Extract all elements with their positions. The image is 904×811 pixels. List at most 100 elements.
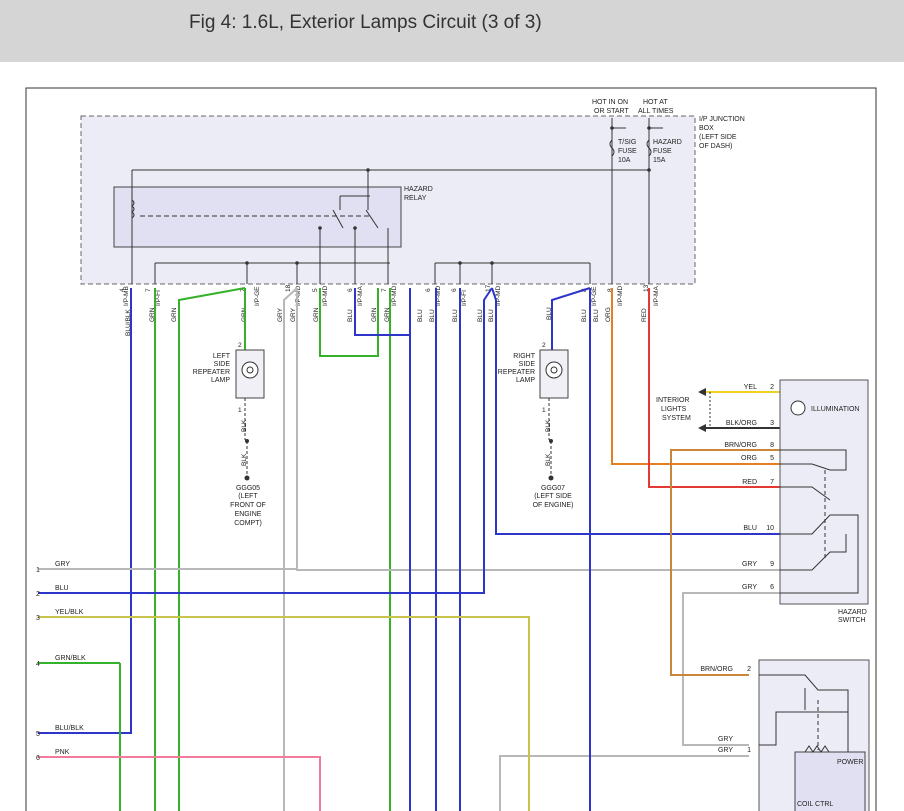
hazard-fuse-symbol: [646, 139, 652, 157]
left-lamp-wire: BLK: [241, 453, 248, 466]
relay-switch-a: [332, 209, 344, 229]
conn-pin: 17: [485, 284, 492, 292]
conn-pin: 5: [312, 288, 319, 292]
conn-tag: I/P-MA: [357, 285, 364, 306]
left-lamp-pin-bottom: 1: [238, 407, 242, 414]
left-ground-loc: FRONT OF: [230, 502, 266, 509]
ip-box-label-1: I/P JUNCTION: [699, 116, 745, 123]
wire-label: GRY: [290, 307, 297, 322]
line-label: BLU: [55, 585, 69, 592]
right-lamp-name: REPEATER: [498, 369, 535, 376]
junction-dot: [318, 226, 322, 230]
power-wire: GRY: [718, 747, 733, 754]
wire-grn-loop: [319, 288, 379, 357]
hot-always-label-2: ALL TIMES: [638, 108, 674, 115]
switch-contact: [780, 534, 847, 571]
ip-box-label-4: OF DASH): [699, 143, 732, 150]
switch-pin: 10: [766, 525, 774, 532]
line-num: 3: [36, 615, 40, 622]
conn-pin: 18: [285, 284, 292, 292]
wire-blu-switch: [491, 287, 780, 535]
switch-pin: 6: [770, 584, 774, 591]
relay-coil: [131, 199, 135, 219]
left-lamp-name: SIDE: [214, 361, 231, 368]
right-ground-loc: OF ENGINE): [533, 502, 574, 509]
line-num: 4: [36, 661, 40, 668]
conn-tag: I/P-MD: [295, 285, 302, 306]
power-label: POWER: [837, 759, 863, 766]
hazard-fuse-label-2: FUSE: [653, 148, 672, 155]
ip-box-label-2: BOX: [699, 125, 714, 132]
wire-label: BLU: [452, 309, 459, 322]
conn-tag: I/P-MD: [322, 285, 329, 306]
hazard-switch: [779, 379, 869, 605]
line-label: PNK: [55, 749, 70, 756]
line-num: 1: [36, 567, 40, 574]
wire-label: RED: [641, 308, 648, 322]
power-pin: 2: [747, 666, 751, 673]
wire-label: ORG: [605, 307, 612, 322]
switch-wire: GRY: [742, 561, 757, 568]
power-sub-label: COIL CTRL: [797, 801, 833, 808]
conn-pin: 13: [643, 284, 650, 292]
power-pin: 1: [747, 747, 751, 754]
conn-tag: I/P-MD: [391, 285, 398, 306]
switch-wire: ORG: [741, 455, 757, 462]
wire-label: BLU: [347, 309, 354, 322]
junction-dot: [295, 261, 299, 265]
wire-label: BLU: [581, 309, 588, 322]
wire-org: [611, 288, 780, 465]
right-lamp-pin-bottom: 1: [542, 407, 546, 414]
conn-pin: 7: [240, 288, 247, 292]
wire-label: BLU: [593, 309, 600, 322]
switch-wire: BLU: [743, 525, 757, 532]
hazard-fuse-label-1: HAZARD: [653, 139, 682, 146]
line-label: GRY: [55, 561, 70, 568]
power-coil-box: [794, 751, 866, 811]
hazard-switch-label: HAZARD: [838, 609, 867, 616]
junction-dot: [647, 126, 651, 130]
hot-run-label-2: OR START: [594, 108, 629, 115]
header-bar: Fig 4: 1.6L, Exterior Lamps Circuit (3 o…: [0, 0, 904, 62]
right-lamp-name: LAMP: [516, 377, 535, 384]
conn-tag: I/P-FI: [461, 290, 468, 306]
switch-pin: 8: [770, 442, 774, 449]
wire-gry-power-2: [499, 755, 749, 811]
wire-label: BLU: [546, 307, 553, 320]
tsig-fuse-label-3: 10A: [618, 157, 631, 164]
wire-label: GRN: [313, 307, 320, 322]
right-lamp-pin-top: 2: [542, 342, 546, 349]
wire-brn-org: [670, 449, 780, 676]
conn-pin: 6: [425, 288, 432, 292]
wire-blu-right-lamp: [551, 287, 591, 350]
switch-wire: RED: [742, 479, 757, 486]
switch-contact: [780, 486, 831, 501]
right-ground-loc: (LEFT SIDE: [534, 493, 572, 500]
tsig-fuse-symbol: [609, 139, 615, 157]
conn-tag: I/P-MD: [435, 285, 442, 306]
wire-label: GRN: [171, 307, 178, 322]
wire-pnk: [38, 756, 321, 811]
hazard-switch-label: SWITCH: [838, 617, 866, 624]
left-ground-loc: ENGINE: [235, 511, 262, 518]
wire-grn-2: [178, 287, 246, 811]
junction-dot: [647, 168, 651, 172]
power-wire: GRY: [718, 736, 733, 743]
wire-blu-blk: [38, 288, 132, 734]
interior-lights-label: LIGHTS: [661, 406, 687, 413]
switch-contact: [780, 514, 859, 594]
left-ground-loc: COMPT): [234, 520, 262, 527]
wire-label: BLU: [429, 309, 436, 322]
wire-label: GRN: [371, 307, 378, 322]
line-label: BLU/BLK: [55, 725, 84, 732]
hazard-relay-label-2: RELAY: [404, 195, 427, 202]
interior-lights-label: INTERIOR: [656, 397, 689, 404]
line-label: GRN/BLK: [55, 655, 86, 662]
left-lamp-name: LEFT: [213, 353, 231, 360]
wire-label: GRN: [384, 307, 391, 322]
relay-switch-b: [365, 209, 379, 229]
wire-red: [648, 288, 780, 488]
wire-gry-1: [283, 287, 298, 811]
line-label: YEL/BLK: [55, 609, 84, 616]
